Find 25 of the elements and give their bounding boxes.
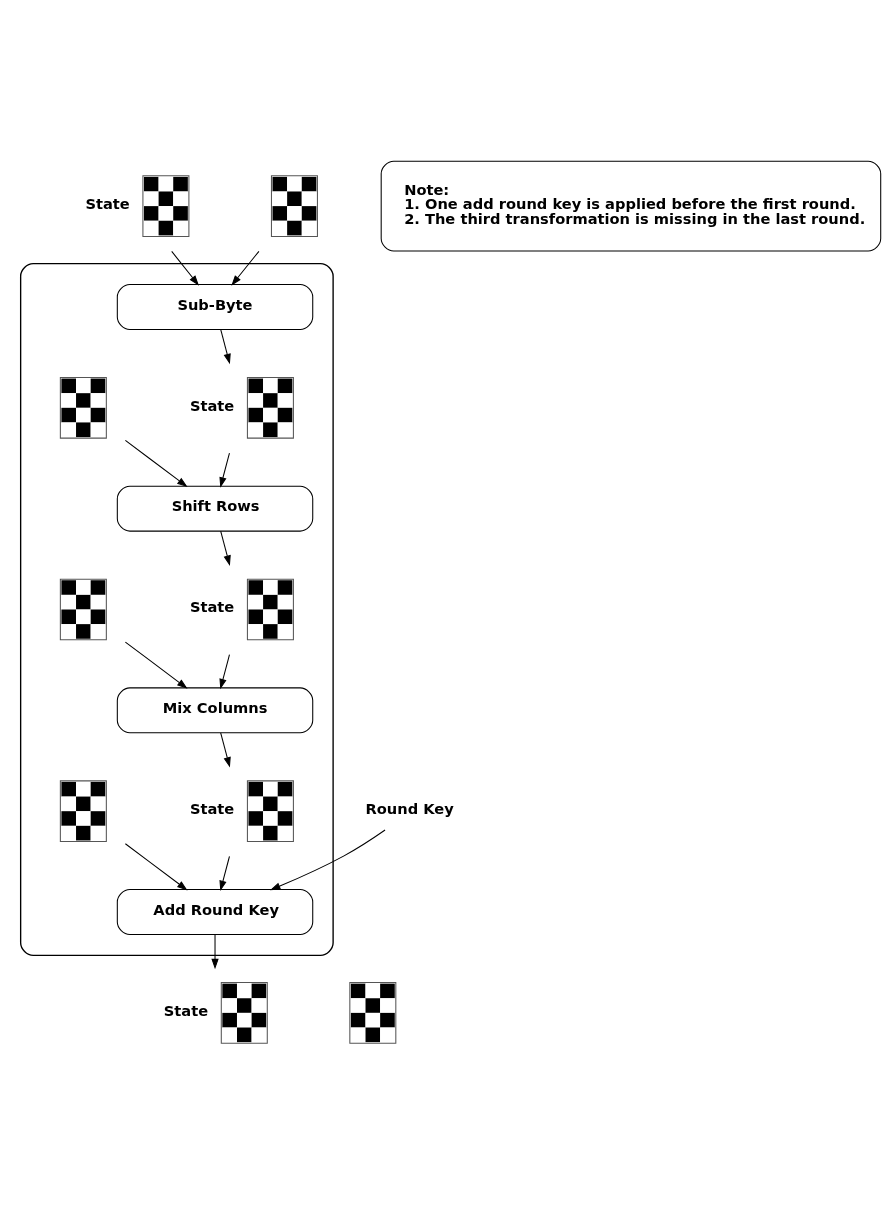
node-box: Add Round Key: [116, 889, 314, 936]
arrow: [231, 250, 260, 286]
node-label: State: [189, 396, 235, 414]
cluster: [19, 262, 334, 957]
node-label: State: [163, 1001, 209, 1019]
arrow: [219, 452, 230, 488]
arrow: [219, 855, 230, 892]
arrow: [220, 732, 231, 768]
arrow: [220, 328, 231, 365]
node-box: Note: 1. One add round key is applied before the first round. 2. The third transformation is missing in the last round.: [380, 160, 882, 252]
node-label: State: [189, 800, 235, 818]
arrow: [124, 439, 188, 487]
arrow: [211, 934, 219, 970]
node-box: Shift Rows: [116, 485, 314, 532]
node-text: Round Key: [365, 800, 454, 818]
arrow: [220, 530, 231, 566]
node-label: State: [85, 194, 130, 212]
arrow: [124, 843, 188, 891]
node-box: Mix Columns: [116, 687, 314, 734]
arrow: [124, 641, 188, 689]
node-box: Sub-Byte: [116, 283, 314, 330]
arrow: [171, 250, 199, 286]
node-label: State: [189, 598, 235, 616]
arrow: [219, 654, 230, 690]
arrow: [270, 829, 386, 891]
